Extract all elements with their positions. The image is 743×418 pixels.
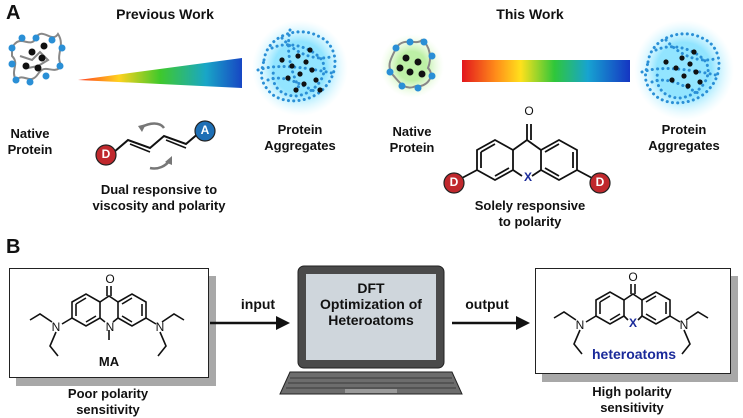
right-molecule-box xyxy=(535,268,731,374)
molecule-name-ma: MA xyxy=(98,354,120,369)
left-molecule-box xyxy=(9,268,209,378)
dual-responsive-probe xyxy=(113,122,201,170)
input-label: input xyxy=(240,296,276,312)
donor-circle xyxy=(95,144,117,166)
acceptor-letter: A xyxy=(200,123,210,137)
acceptor-circle xyxy=(194,120,216,142)
heteroatoms-label: heteroatoms xyxy=(591,346,677,362)
panel-a-letter: A xyxy=(6,2,21,24)
native-protein-icon xyxy=(8,32,66,86)
native-protein-glow-icon xyxy=(380,34,444,98)
previous-work-header: Previous Work xyxy=(116,6,214,22)
panel-b-letter: B xyxy=(6,236,21,258)
output-label: output xyxy=(465,296,509,312)
heteroatom-x: X xyxy=(523,170,532,184)
donor-right-letter: D xyxy=(595,175,605,189)
polarity-gradient-bar xyxy=(462,60,630,82)
right-heteroatom-x: X xyxy=(628,316,637,330)
solely-responsive-probe xyxy=(461,124,593,182)
right-amine-left: N xyxy=(575,318,585,332)
this-work-header: This Work xyxy=(496,6,564,22)
ma-carbonyl: O xyxy=(105,272,115,286)
polarity-viscosity-wedge xyxy=(78,58,242,88)
donor-left-letter: D xyxy=(449,175,459,189)
carbonyl-oxygen: O xyxy=(524,104,534,118)
ma-amine-left: N xyxy=(51,320,61,334)
protein-aggregate-icon-2 xyxy=(634,20,734,120)
ma-ring-nitrogen: N xyxy=(105,320,115,334)
right-carbonyl: O xyxy=(628,270,638,284)
right-amine-right: N xyxy=(679,318,689,332)
ma-amine-right: N xyxy=(155,320,165,334)
donor-left-circle xyxy=(443,172,465,194)
laptop-screen-text: DFT Optimization of Heteroatoms xyxy=(320,280,422,328)
donor-right-circle xyxy=(589,172,611,194)
donor-letter: D xyxy=(101,147,111,161)
protein-aggregate-icon xyxy=(252,20,348,116)
